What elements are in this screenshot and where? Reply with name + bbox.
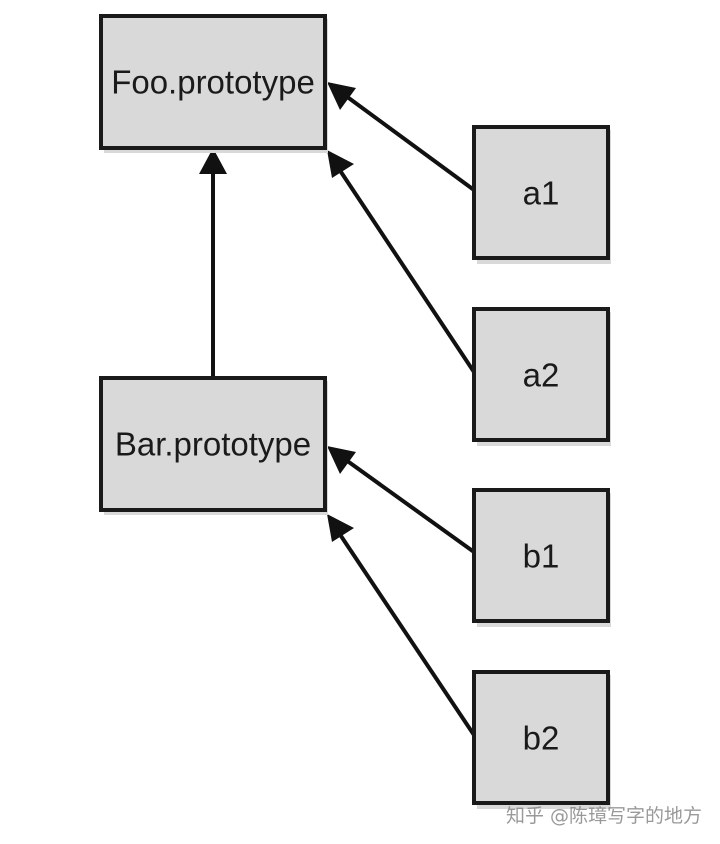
node-b2-label: b2 xyxy=(523,720,560,757)
edge-b2-to-bar xyxy=(327,514,476,737)
edge-a1-to-foo xyxy=(327,82,476,192)
node-a2: a2 xyxy=(472,307,611,446)
node-b1: b1 xyxy=(472,488,611,627)
edge-bar-to-foo xyxy=(199,148,227,378)
watermark: 知乎 @陈璋写字的地方 xyxy=(505,805,702,827)
edge-b1-to-bar xyxy=(327,446,476,554)
node-a2-label: a2 xyxy=(523,357,560,394)
node-foo-prototype: Foo.prototype xyxy=(99,14,328,153)
edge-a2-to-foo xyxy=(327,150,476,374)
node-bar-prototype: Bar.prototype xyxy=(99,376,328,515)
node-a1-label: a1 xyxy=(523,175,560,212)
node-a1: a1 xyxy=(472,125,611,264)
node-bar-prototype-label: Bar.prototype xyxy=(115,426,311,463)
node-b2: b2 xyxy=(472,670,611,809)
node-b1-label: b1 xyxy=(523,538,560,575)
node-foo-prototype-label: Foo.prototype xyxy=(111,64,315,101)
